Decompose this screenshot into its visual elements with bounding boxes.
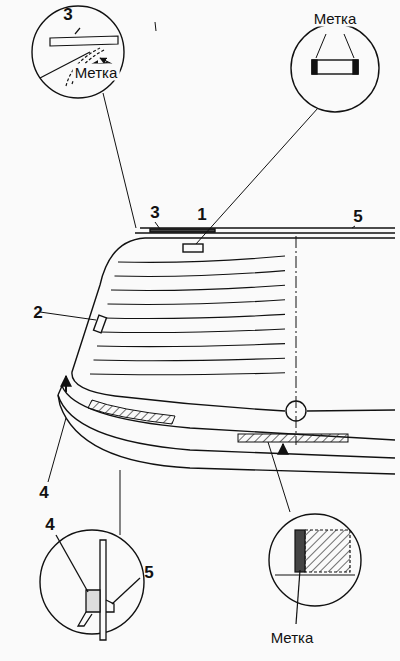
mark-label: Метка (269, 629, 316, 646)
heater-line (94, 358, 286, 360)
mark-label: Метка (73, 64, 120, 81)
heater-line (115, 271, 286, 277)
callout-number: 4 (37, 483, 50, 502)
heater-line (104, 314, 285, 318)
callout-number: 1 (195, 205, 208, 224)
heater-line (111, 285, 285, 290)
heater-line (90, 373, 285, 375)
hatched-zone (88, 400, 175, 424)
mark-arrow (66, 376, 283, 454)
callout-number: 2 (31, 303, 44, 322)
mark-detail (275, 530, 355, 624)
detail-circle (32, 6, 379, 634)
part-2 (94, 315, 107, 333)
part-1 (183, 244, 203, 252)
callout-number: 4 (43, 515, 56, 534)
callout-number: 5 (142, 563, 155, 582)
section-detail (56, 535, 140, 640)
heater-line (97, 344, 285, 347)
heater-line (101, 329, 286, 333)
heater-grid (90, 256, 285, 375)
heater-line (108, 300, 286, 305)
heater-line (118, 256, 285, 262)
callout-number: 5 (351, 207, 364, 226)
hatched-zone (238, 434, 348, 442)
body-outline (58, 228, 395, 474)
callout-number: 3 (61, 5, 74, 24)
mark-label: Метка (312, 10, 359, 27)
part-1-detail (312, 34, 358, 74)
center-line (296, 236, 297, 445)
callout-number: 3 (148, 203, 161, 222)
